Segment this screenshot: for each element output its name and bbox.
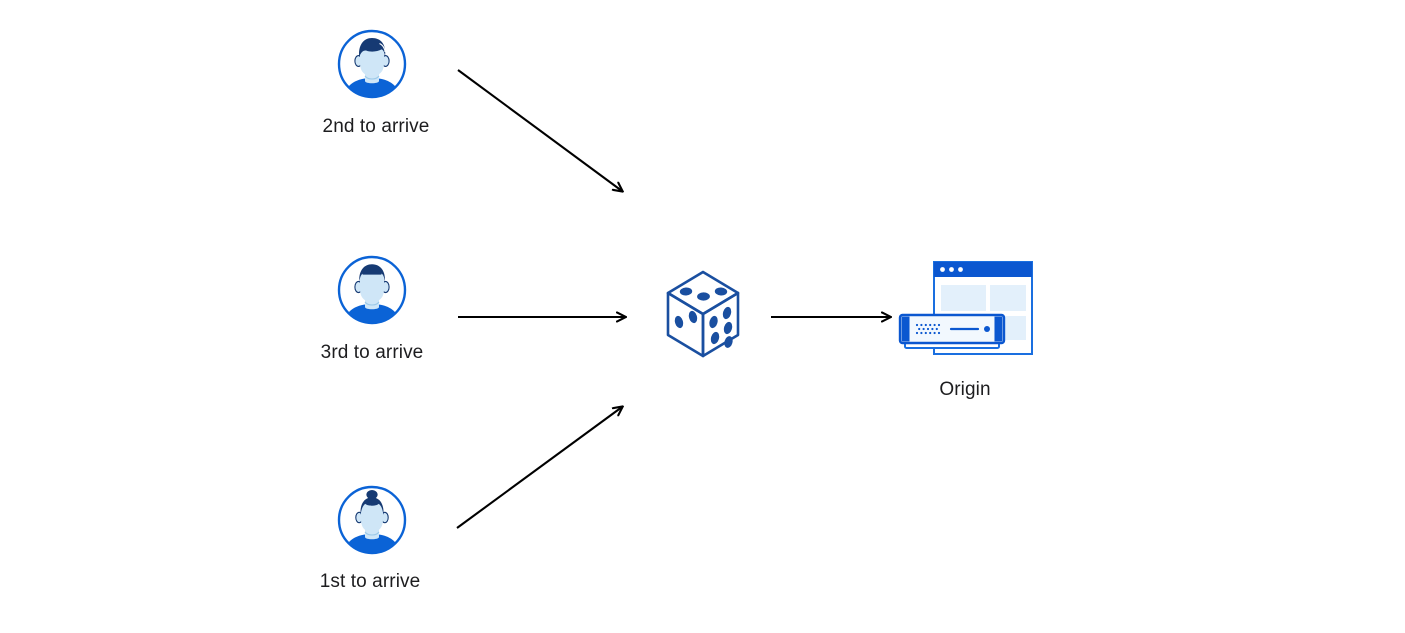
origin-server-browser-icon bbox=[898, 261, 1033, 355]
client-label-2nd: 2nd to arrive bbox=[322, 116, 430, 137]
client-label-1st: 1st to arrive bbox=[319, 571, 421, 592]
client-node-3rd[interactable] bbox=[336, 254, 408, 331]
client-node-1st[interactable] bbox=[336, 484, 408, 561]
dice-icon bbox=[666, 270, 740, 358]
client-node-2nd[interactable] bbox=[336, 28, 408, 105]
server-device-icon bbox=[898, 313, 1006, 349]
user-avatar-icon bbox=[337, 255, 407, 325]
browser-dot-1 bbox=[940, 267, 945, 272]
origin-node[interactable] bbox=[896, 258, 1036, 373]
dice-node[interactable] bbox=[658, 266, 748, 371]
browser-dot-2 bbox=[949, 267, 954, 272]
browser-dot-3 bbox=[958, 267, 963, 272]
user-avatar-icon bbox=[337, 485, 407, 555]
user-avatar-icon bbox=[337, 29, 407, 99]
arrow-1st-to-dice bbox=[456, 407, 622, 529]
origin-label: Origin bbox=[939, 379, 991, 400]
client-label-3rd: 3rd to arrive bbox=[320, 342, 424, 363]
